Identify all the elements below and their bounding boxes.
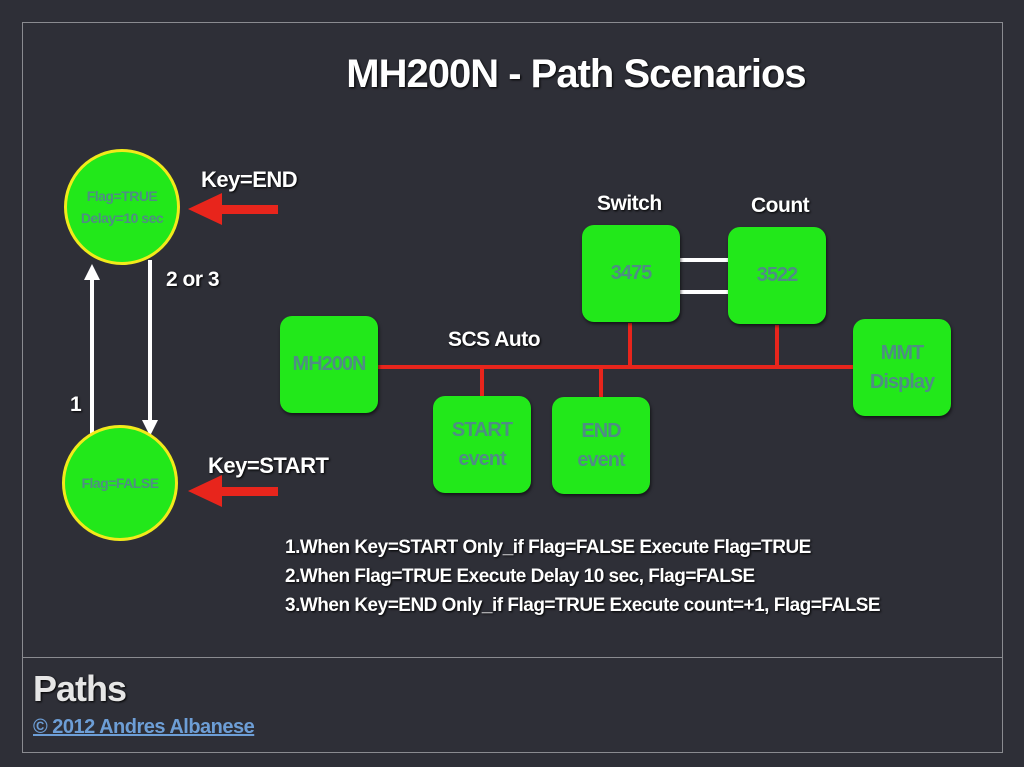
node-mh200n: MH200N	[280, 316, 378, 413]
copyright-link[interactable]: © 2012 Andres Albanese	[33, 716, 255, 738]
rule-2: 2.When Flag=TRUE Execute Delay 10 sec, F…	[285, 566, 755, 587]
transition-label-1: 1	[70, 393, 82, 416]
switch-count-link	[680, 258, 728, 294]
state-flag-true: Flag=TRUE Delay=10 sec	[64, 149, 180, 265]
red-arrow-end	[188, 193, 278, 225]
node-label: Display	[869, 370, 935, 393]
slide-title: MH200N - Path Scenarios	[346, 52, 806, 96]
state-label: Flag=TRUE	[86, 188, 158, 204]
node-label: MMT	[880, 341, 925, 364]
section-title: Paths	[33, 668, 127, 709]
transition-label-2or3: 2 or 3	[166, 268, 220, 291]
key-start-label: Key=START	[208, 453, 329, 478]
node-start-event: START event	[433, 396, 531, 493]
node-label: event	[458, 447, 506, 470]
node-count: 3522	[728, 227, 826, 324]
bus-label: SCS Auto	[448, 328, 541, 351]
node-end-event: END event	[552, 397, 650, 494]
node-label: 3522	[756, 264, 798, 286]
rule-3: 3.When Key=END Only_if Flag=TRUE Execute…	[285, 595, 881, 616]
footer-divider	[22, 657, 1002, 658]
switch-label: Switch	[597, 192, 662, 215]
node-mmt-display: MMT Display	[853, 319, 951, 416]
state-flag-false: Flag=FALSE	[62, 425, 178, 541]
node-label: 3475	[610, 262, 652, 284]
node-label: END	[581, 419, 621, 442]
node-label: event	[577, 448, 625, 471]
state-label: Flag=FALSE	[81, 475, 159, 491]
node-switch: 3475	[582, 225, 680, 322]
node-label: START	[451, 418, 513, 441]
slide-frame	[22, 22, 1003, 753]
scs-bus	[378, 323, 854, 397]
state-label: Delay=10 sec	[80, 210, 164, 226]
rule-1: 1.When Key=START Only_if Flag=FALSE Exec…	[285, 537, 811, 558]
key-end-label: Key=END	[201, 167, 298, 192]
red-arrow-start	[188, 475, 278, 507]
count-label: Count	[751, 194, 810, 217]
node-label: MH200N	[292, 353, 367, 375]
